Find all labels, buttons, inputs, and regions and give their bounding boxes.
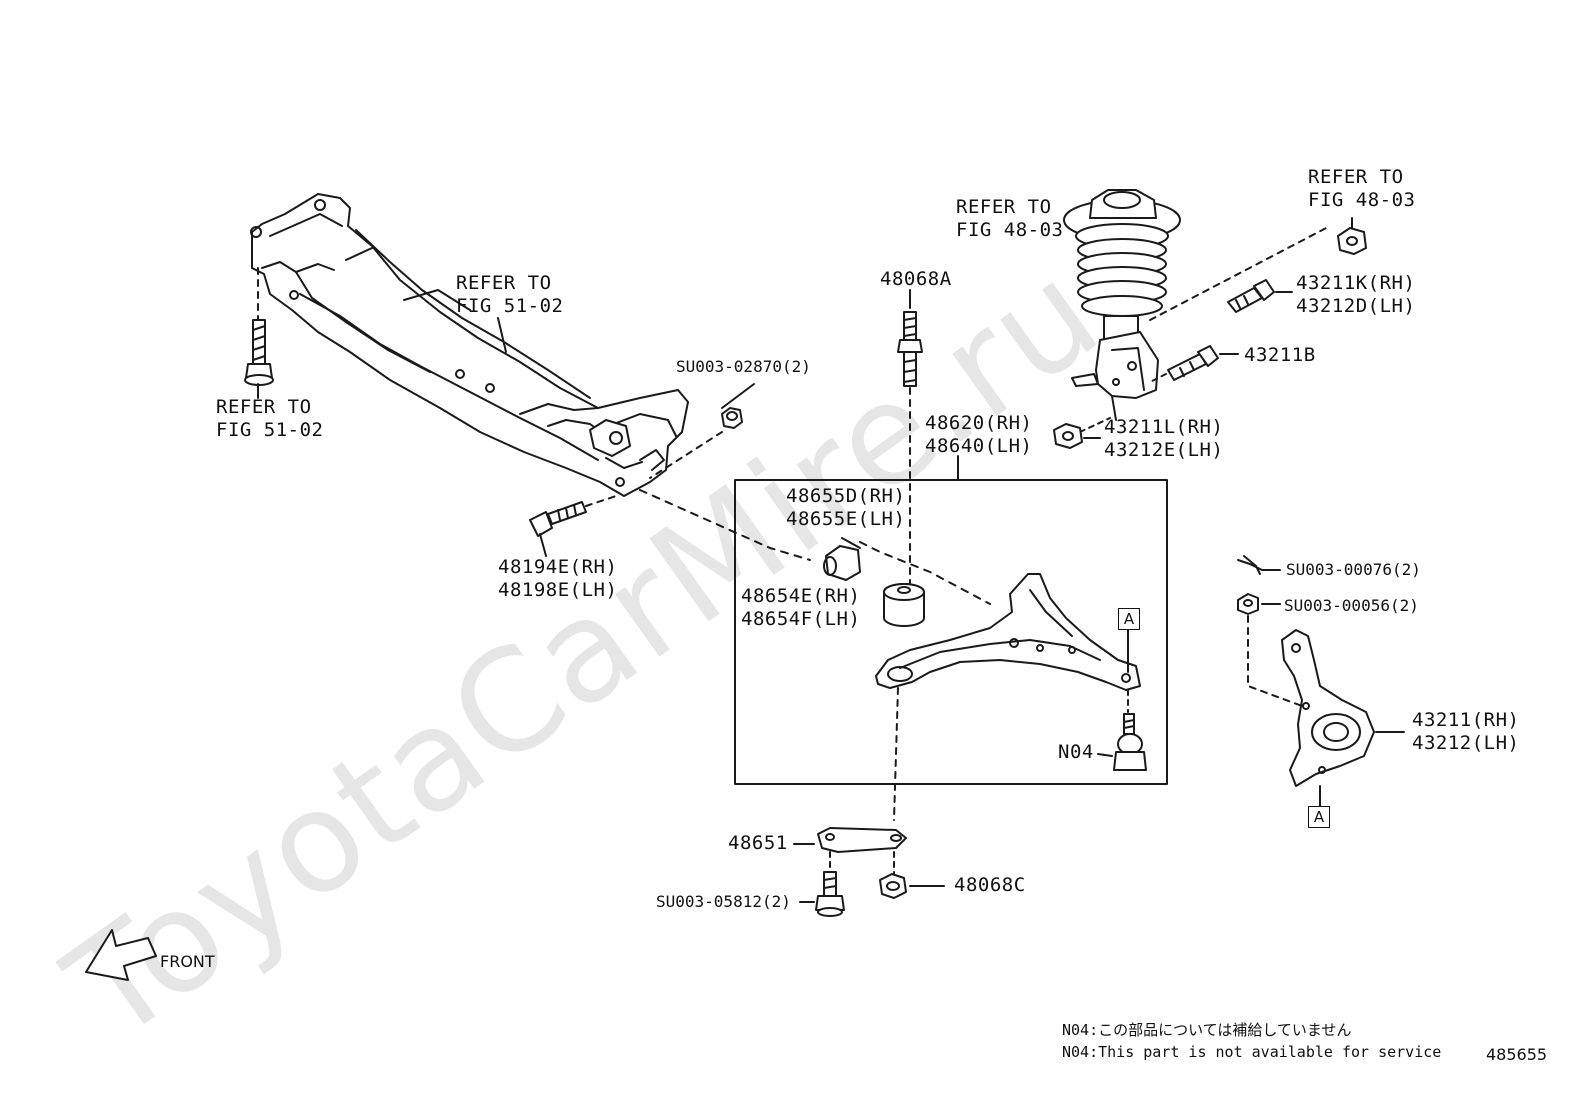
label-su003-00056: SU003-00056(2) [1284, 596, 1419, 615]
nut-48068c [879, 851, 945, 899]
nut-top-strut [1337, 217, 1367, 255]
label-refer-fig-48-03-nut: REFER TO FIG 48-03 [1308, 166, 1416, 211]
label-su003-00076: SU003-00076(2) [1286, 560, 1421, 579]
nut-43211l [1053, 417, 1111, 449]
label-front: FRONT [160, 952, 215, 971]
bolt-43211k [1227, 279, 1293, 313]
label-43211k: 43211K(RH) 43212D(LH) [1296, 272, 1416, 317]
bolt-48194e [529, 495, 617, 557]
bolt-43211b [1149, 345, 1239, 383]
label-48655d: 48655D(RH) 48655E(LH) [786, 485, 906, 530]
label-n04: N04 [1058, 741, 1094, 763]
lower-arm-group-box [734, 479, 1168, 785]
note-english: N04:This part is not available for servi… [1062, 1043, 1442, 1061]
label-su003-02870: SU003-02870(2) [676, 357, 811, 376]
label-refer-fig-51-02-mid: REFER TO FIG 51-02 [456, 272, 564, 317]
label-43211: 43211(RH) 43212(LH) [1412, 709, 1520, 754]
reference-marker-a-knuckle: A [1308, 806, 1330, 828]
front-arrow-icon [85, 929, 157, 981]
note-japanese: N04:この部品については補給していません [1062, 1021, 1352, 1039]
crossmember-illustration [250, 193, 689, 497]
label-43211l: 43211L(RH) 43212E(LH) [1104, 416, 1224, 461]
bracket-48651 [793, 827, 907, 853]
bushing-48655d [823, 537, 861, 581]
dashed-frame-to-arm [639, 489, 811, 561]
ball-joint-n04 [1097, 689, 1147, 771]
label-48068a: 48068A [880, 268, 952, 290]
reference-marker-a-arm: A [1118, 608, 1140, 630]
leader-frame-refer [497, 317, 507, 353]
bolt-su003-05812 [799, 851, 845, 917]
lower-arm-illustration [875, 573, 1141, 691]
dashed-arm-to-bracket [893, 687, 899, 821]
frame-bolt-left [244, 267, 274, 399]
bushing-48654e [883, 583, 925, 627]
nut-su003-02870 [649, 383, 755, 479]
figure-number: 485655 [1486, 1045, 1548, 1064]
stud-48068a [897, 289, 923, 587]
label-48068c: 48068C [954, 874, 1026, 896]
label-48194e: 48194E(RH) 48198E(LH) [498, 556, 618, 601]
label-refer-fig-51-02-left: REFER TO FIG 51-02 [216, 396, 324, 441]
label-43211b: 43211B [1244, 344, 1316, 366]
label-48654e: 48654E(RH) 48654F(LH) [741, 585, 861, 630]
dashed-strut-to-nut [1149, 225, 1331, 321]
label-48651: 48651 [728, 832, 788, 854]
label-su003-05812: SU003-05812(2) [656, 892, 791, 911]
cotter-pin-su003-00076 [1237, 555, 1281, 575]
label-refer-fig-48-03-strut: REFER TO FIG 48-03 [956, 196, 1064, 241]
nut-su003-00056 [1237, 593, 1303, 707]
label-48620: 48620(RH) 48640(LH) [925, 412, 1033, 457]
strut-spring-illustration [1063, 189, 1181, 421]
knuckle-illustration [1281, 629, 1405, 807]
